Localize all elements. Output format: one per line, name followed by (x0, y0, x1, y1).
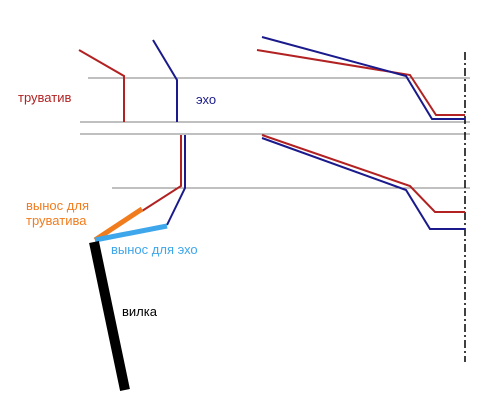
echo-bar-top-right (261, 36, 465, 120)
label-truvativ: труватив (18, 90, 72, 105)
label-echo: эхо (196, 92, 217, 107)
truvativ-bar-top-left (78, 49, 125, 122)
fork (89, 240, 130, 392)
label-stem-echo: вынос для эхо (111, 242, 198, 257)
truvativ-stem-body (141, 135, 182, 212)
echo-bar-bottom-right (261, 137, 465, 230)
truvativ-bar-bottom-right (261, 134, 465, 213)
truvativ-bar-top-right (256, 49, 465, 116)
echo-bar-top-left (152, 39, 178, 122)
echo-stem-body (166, 135, 186, 226)
label-fork: вилка (122, 304, 157, 319)
label-stem-truvativ: вынос для труватива (26, 198, 89, 228)
stem-truvativ (93, 206, 144, 243)
stem-echo (94, 223, 168, 243)
